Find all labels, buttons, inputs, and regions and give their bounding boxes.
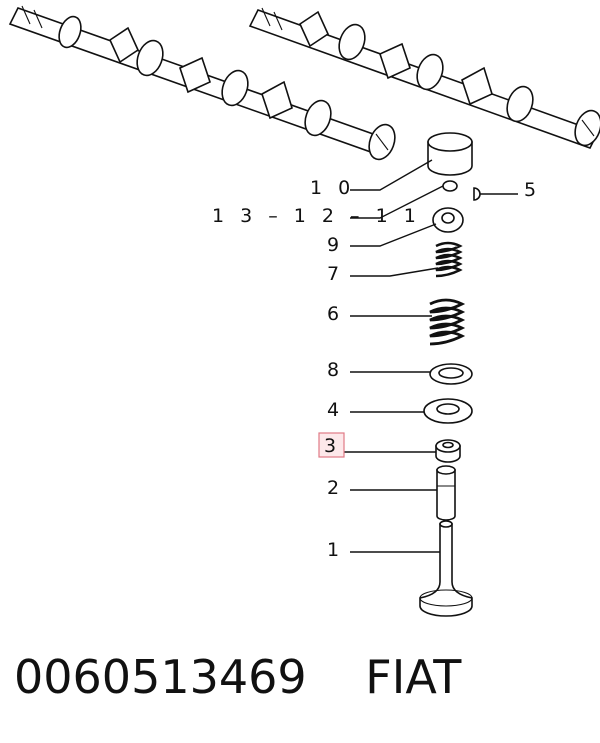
part-10-tappet <box>427 132 473 176</box>
part-13-12-11-shim <box>442 180 458 192</box>
part-5-cotter <box>473 187 481 201</box>
part-7-inner-spring <box>435 241 463 278</box>
callout-5: 5 <box>524 179 541 201</box>
callout-3: 3 <box>324 435 341 457</box>
callout-2: 2 <box>327 477 344 499</box>
part-9-retainer <box>432 207 464 233</box>
part-8-washer <box>429 363 473 385</box>
leader-line-13-12-11 <box>350 185 444 219</box>
callout-13-12-11: 1 3 – 1 2 – 1 1 <box>212 205 421 227</box>
callout-9: 9 <box>327 234 344 256</box>
part-1-valve <box>419 520 473 617</box>
callout-8: 8 <box>327 359 344 381</box>
part-4-seat <box>423 398 473 424</box>
part-3-stem-seal <box>435 439 461 463</box>
footer-caption: 0060513469 FIAT <box>14 650 594 720</box>
exploded-parts-diagram: 1 0 1 3 – 1 2 – 1 1 5 9 7 6 8 4 3 2 1 <box>8 5 600 617</box>
callout-6: 6 <box>327 303 344 325</box>
part-2-guide <box>436 465 456 521</box>
callout-10: 1 0 <box>310 177 355 199</box>
part-6-outer-spring <box>429 298 466 346</box>
brand-name: FIAT <box>365 650 462 704</box>
callout-3-highlight <box>318 432 345 458</box>
callout-1: 1 <box>327 539 344 561</box>
leader-line-9 <box>350 223 437 247</box>
camshaft-left <box>8 5 396 161</box>
callout-7: 7 <box>327 263 344 285</box>
camshaft-right <box>248 7 600 149</box>
leader-line-7 <box>350 267 439 277</box>
callout-4: 4 <box>327 399 344 421</box>
part-number: 0060513469 <box>14 650 307 704</box>
leader-line-10 <box>350 159 433 191</box>
